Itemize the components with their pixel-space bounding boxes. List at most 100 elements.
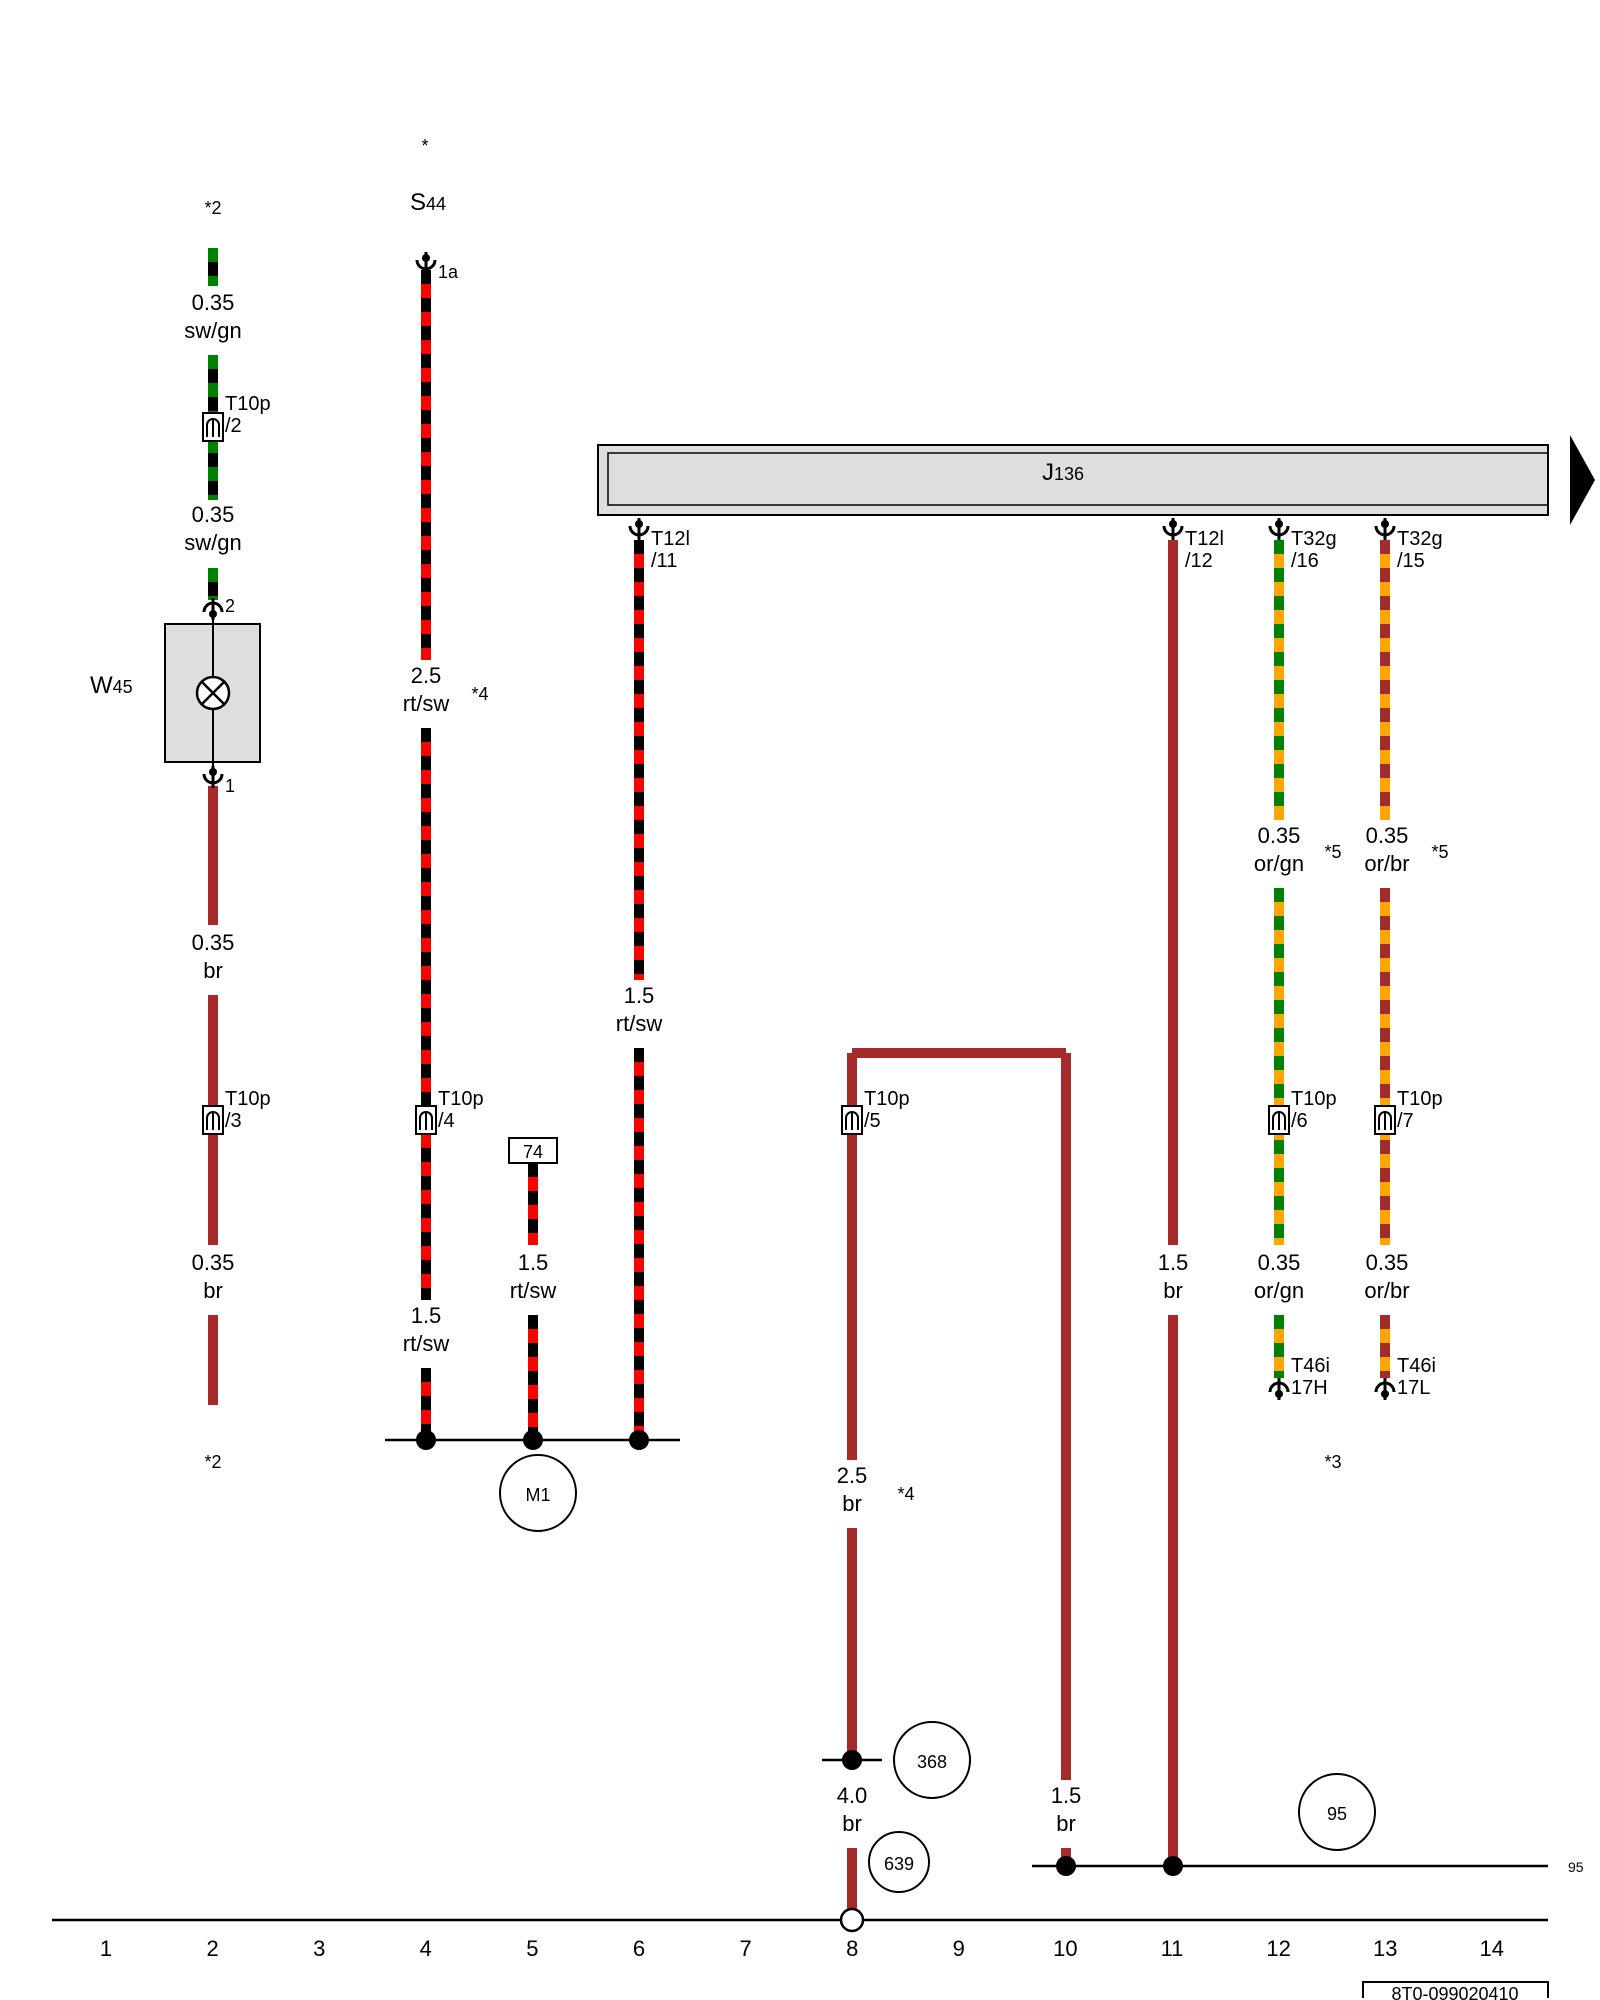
wire-label-size: 0.35 bbox=[192, 290, 235, 315]
w45-label: W45 bbox=[90, 672, 133, 699]
ground-node bbox=[839, 1907, 865, 1933]
wire-label-color: br bbox=[842, 1811, 862, 1836]
t10p-5-connector bbox=[841, 1105, 863, 1135]
ref-74-label: 74 bbox=[523, 1142, 543, 1162]
footnote-2-top: *2 bbox=[204, 198, 221, 218]
j136-label: J136 bbox=[1042, 459, 1084, 486]
wire-label-color: br bbox=[1163, 1278, 1183, 1303]
pin-t32g-15 bbox=[1374, 516, 1396, 542]
t10p-7-connector bbox=[1374, 1105, 1396, 1135]
t32g-15-pin: /15 bbox=[1397, 550, 1425, 572]
wire-label-color: sw/gn bbox=[184, 530, 241, 555]
footnote-3: *3 bbox=[1324, 1452, 1341, 1472]
wire-label-size: 0.35 bbox=[192, 930, 235, 955]
wire-label-size: 2.5 bbox=[837, 1463, 868, 1488]
w45-pin-bottom: 1 bbox=[225, 776, 235, 796]
column-number: 1 bbox=[100, 1936, 112, 1961]
column-number: 11 bbox=[1161, 1936, 1184, 1961]
t32g-15-name: T32g bbox=[1397, 528, 1443, 550]
t46i-17l-pin: 17L bbox=[1397, 1377, 1430, 1399]
t10p-7-pin: /7 bbox=[1397, 1110, 1414, 1132]
wire-labels: 0.35 sw/gn 0.35 sw/gn 0.35 br 0.35 br 2.… bbox=[184, 290, 1409, 1836]
column-number: 10 bbox=[1053, 1936, 1077, 1961]
column-number: 2 bbox=[206, 1936, 218, 1961]
column-number: 7 bbox=[739, 1936, 751, 1961]
t10p-6-pin: /6 bbox=[1291, 1110, 1308, 1132]
pin-t46i-17l bbox=[1374, 1376, 1396, 1402]
t32g-16-name: T32g bbox=[1291, 528, 1337, 550]
wire-label-size: 1.5 bbox=[1158, 1250, 1189, 1275]
wire-label-size: 1.5 bbox=[518, 1250, 549, 1275]
document-id: 8T0-099020410 bbox=[1362, 1981, 1549, 2000]
wire-label-color: or/gn bbox=[1254, 1278, 1304, 1303]
splice-dot bbox=[629, 1430, 649, 1450]
wires-layer bbox=[208, 248, 1390, 1920]
s44-pin: 1a bbox=[438, 262, 459, 282]
t12l-11-name: T12l bbox=[651, 528, 690, 550]
t32g-16-pin: /16 bbox=[1291, 550, 1319, 572]
t10p-3-name: T10p bbox=[225, 1088, 271, 1110]
lamp-icon bbox=[195, 675, 231, 711]
column-number: 4 bbox=[420, 1936, 432, 1961]
column-number: 5 bbox=[526, 1936, 538, 1961]
wire-label-size: 0.35 bbox=[1366, 1250, 1409, 1275]
t10p-5-name: T10p bbox=[864, 1088, 910, 1110]
ref-95-edge-label: 95 bbox=[1568, 1859, 1584, 1875]
t46i-17h-pin: 17H bbox=[1291, 1377, 1328, 1399]
fuse-s44: * S44 1a bbox=[410, 136, 459, 282]
pin-t12l-12 bbox=[1162, 516, 1184, 542]
column-number: 3 bbox=[313, 1936, 325, 1961]
t10p-7-name: T10p bbox=[1397, 1088, 1443, 1110]
column-number: 6 bbox=[633, 1936, 645, 1961]
lamp-w45: W45 2 1 bbox=[90, 596, 261, 796]
column-number: 8 bbox=[846, 1936, 858, 1961]
t10p-3-connector bbox=[202, 1105, 224, 1135]
wire-label-color: br bbox=[1056, 1811, 1076, 1836]
t10p-4-connector bbox=[415, 1105, 437, 1135]
t10p-2-pin: /2 bbox=[225, 415, 242, 437]
continue-arrow-icon bbox=[1570, 435, 1595, 525]
reference-markers: M1 74 368 639 95 95 bbox=[499, 1137, 1584, 1893]
t46i-17l-name: T46i bbox=[1397, 1355, 1436, 1377]
t12l-11-pin: /11 bbox=[651, 550, 677, 572]
w45-pin-top: 2 bbox=[225, 596, 235, 616]
column-number: 12 bbox=[1266, 1936, 1290, 1961]
column-number: 13 bbox=[1373, 1936, 1397, 1961]
wire-label-size: 1.5 bbox=[411, 1303, 442, 1328]
t12l-12-pin: /12 bbox=[1185, 550, 1213, 572]
t10p-3-pin: /3 bbox=[225, 1110, 242, 1132]
t10p-6-connector bbox=[1268, 1105, 1290, 1135]
ref-368-label: 368 bbox=[917, 1752, 947, 1772]
column-number: 9 bbox=[953, 1936, 965, 1961]
footnote-5-b: *5 bbox=[1431, 842, 1448, 862]
t10p-4-name: T10p bbox=[438, 1088, 484, 1110]
wire-label-size: 0.35 bbox=[192, 502, 235, 527]
t10p-6-name: T10p bbox=[1291, 1088, 1337, 1110]
wire-label-color: or/gn bbox=[1254, 851, 1304, 876]
splice-dot bbox=[416, 1430, 436, 1450]
t12l-12-name: T12l bbox=[1185, 528, 1224, 550]
pin-t12l-11 bbox=[628, 516, 650, 542]
connector-labels: T10p /2 T10p /3 T10p /4 T10p /5 T10p /6 … bbox=[225, 393, 1443, 1399]
t10p-4-pin: /4 bbox=[438, 1110, 455, 1132]
ref-95-label: 95 bbox=[1327, 1804, 1347, 1824]
wire-label-color: or/br bbox=[1364, 851, 1409, 876]
ref-639-label: 639 bbox=[884, 1854, 914, 1874]
wire-label-color: rt/sw bbox=[510, 1278, 557, 1303]
footnotes: *2 *2 *3 *4 *4 *5 *5 bbox=[204, 198, 1448, 1504]
t10p-2-name: T10p bbox=[225, 393, 271, 415]
pin-t46i-17h bbox=[1268, 1376, 1290, 1402]
document-id-text: 8T0-099020410 bbox=[1391, 1984, 1518, 2000]
footnote-4-a: *4 bbox=[471, 684, 488, 704]
wire-label-color: sw/gn bbox=[184, 318, 241, 343]
s44-label: S44 bbox=[410, 189, 446, 216]
wire-label-color: rt/sw bbox=[403, 691, 450, 716]
wire-label-size: 0.35 bbox=[192, 1250, 235, 1275]
wire-label-color: or/br bbox=[1364, 1278, 1409, 1303]
wire-label-size: 4.0 bbox=[837, 1783, 868, 1808]
wire-label-size: 2.5 bbox=[411, 663, 442, 688]
column-number: 14 bbox=[1480, 1936, 1504, 1961]
splice-dot bbox=[523, 1430, 543, 1450]
